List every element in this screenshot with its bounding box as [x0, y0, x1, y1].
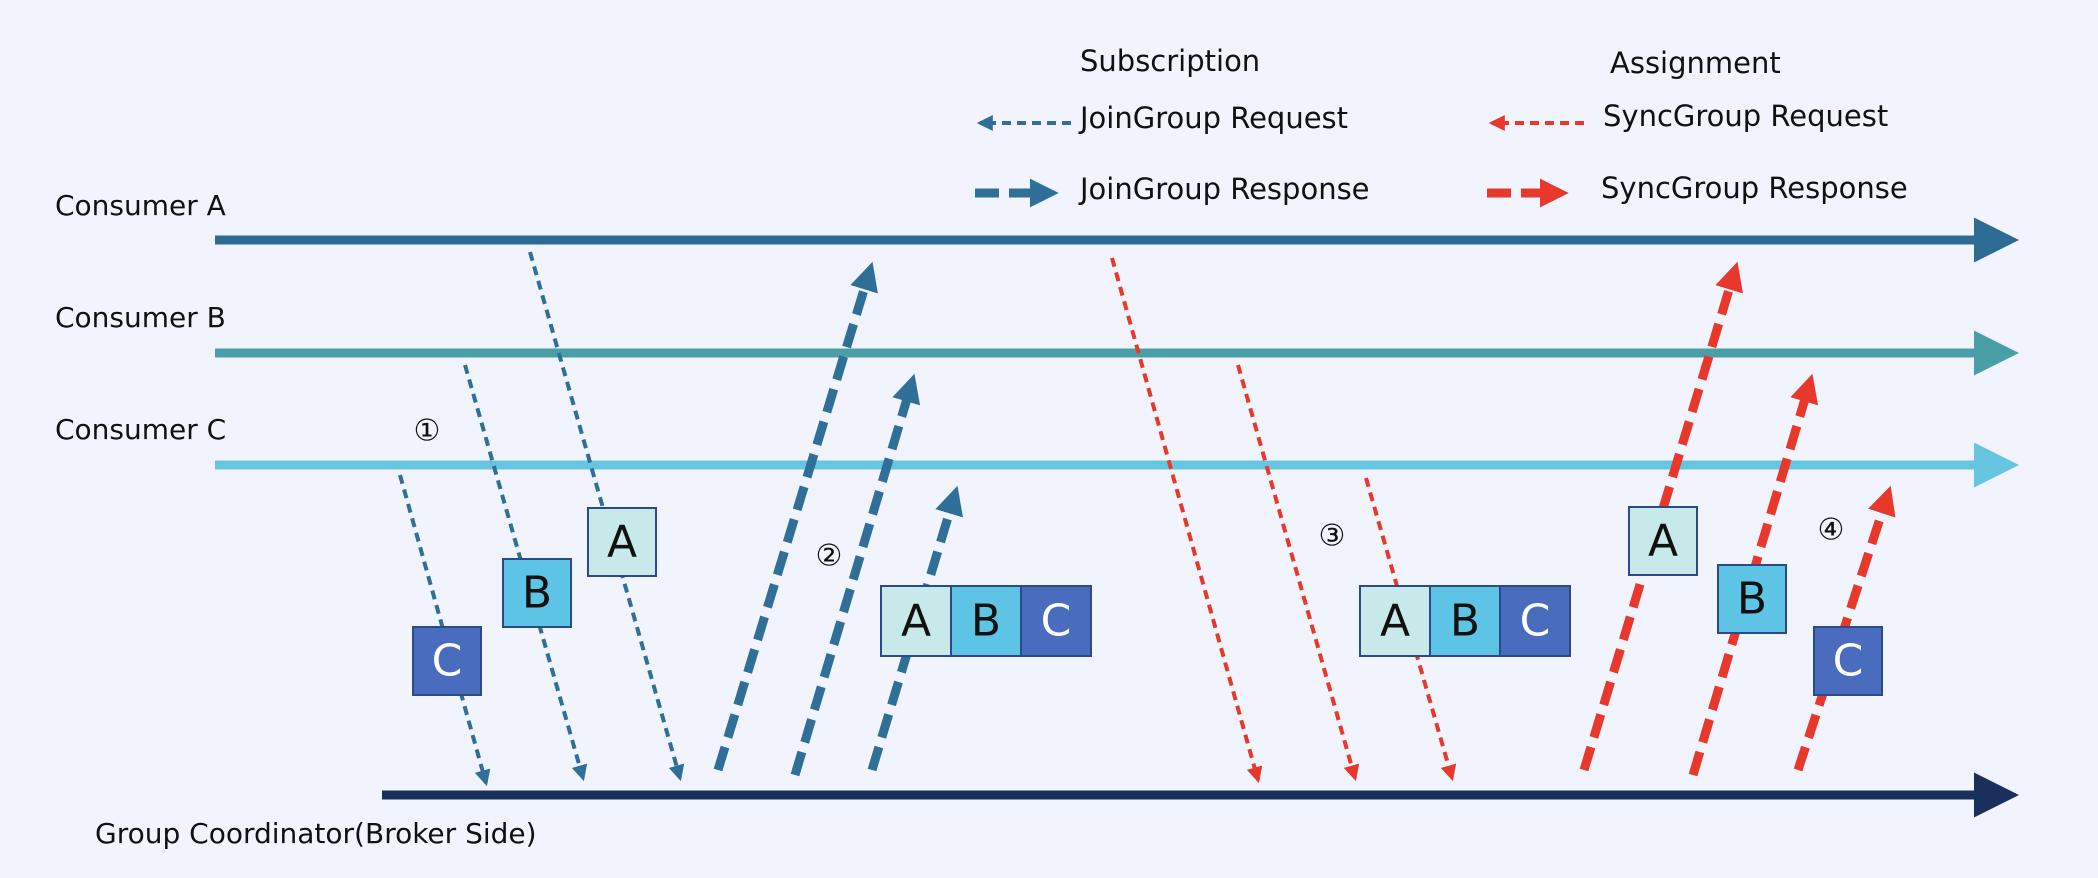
sync-request-a-arrow — [1110, 257, 1263, 784]
join-request-c-arrow — [398, 474, 491, 787]
legend: Subscription Assignment JoinGroup Reques… — [975, 44, 1908, 208]
subscription-boxes: C B A — [412, 507, 657, 696]
assignment-box-a: A — [1628, 506, 1698, 576]
legend-subscription-heading: Subscription — [1080, 44, 1260, 78]
assignment-box-c-label: C — [1833, 636, 1864, 687]
lanes: Consumer A Consumer B Consumer C Group C… — [55, 189, 2019, 850]
sync-request-b-arrow — [1236, 364, 1360, 782]
assignment-boxes: A B C — [1628, 506, 1883, 696]
assignment-box-b-label: B — [1737, 574, 1767, 625]
step-4-marker: ④ — [1818, 513, 1845, 548]
join-member-group: A B C — [880, 585, 1092, 657]
legend-sync-response-label: SyncGroup Response — [1601, 171, 1908, 205]
subscription-box-c: C — [412, 626, 482, 696]
sync-assignment-b-label: B — [1450, 596, 1480, 647]
join-member-a-label: A — [901, 596, 931, 647]
sync-requests — [1110, 257, 1457, 784]
assignment-box-a-label: A — [1648, 516, 1678, 567]
consumer-a-label: Consumer A — [55, 189, 226, 222]
join-response-a-arrow — [713, 261, 878, 772]
join-response-b-arrow — [790, 373, 921, 777]
subscription-box-c-label: C — [432, 636, 463, 687]
consumer-b-label: Consumer B — [55, 301, 226, 334]
step-3-marker: ③ — [1319, 519, 1346, 554]
legend-assignment-heading: Assignment — [1610, 46, 1781, 80]
subscription-box-b: B — [502, 558, 572, 628]
legend-sync-request-label: SyncGroup Request — [1603, 99, 1888, 133]
sync-assignment-a-label: A — [1380, 596, 1410, 647]
sync-assignment-c-label: C — [1520, 596, 1551, 647]
sync-assignment-group: A B C — [1359, 585, 1571, 657]
coordinator-label: Group Coordinator(Broker Side) — [95, 817, 537, 850]
legend-join-request-label: JoinGroup Request — [1078, 101, 1348, 135]
join-member-b-label: B — [971, 596, 1001, 647]
subscription-box-b-label: B — [522, 568, 552, 619]
step-markers: ① ② ③ ④ — [414, 414, 1845, 574]
join-member-c-label: C — [1041, 596, 1072, 647]
join-responses — [713, 261, 963, 777]
subscription-box-a: A — [587, 507, 657, 577]
assignment-box-b: B — [1717, 564, 1787, 634]
legend-join-response-label: JoinGroup Response — [1078, 172, 1370, 206]
step-1-marker: ① — [414, 414, 441, 449]
consumer-c-label: Consumer C — [55, 413, 226, 446]
subscription-box-a-label: A — [607, 517, 637, 568]
step-2-marker: ② — [816, 539, 843, 574]
assignment-box-c: C — [1813, 626, 1883, 696]
